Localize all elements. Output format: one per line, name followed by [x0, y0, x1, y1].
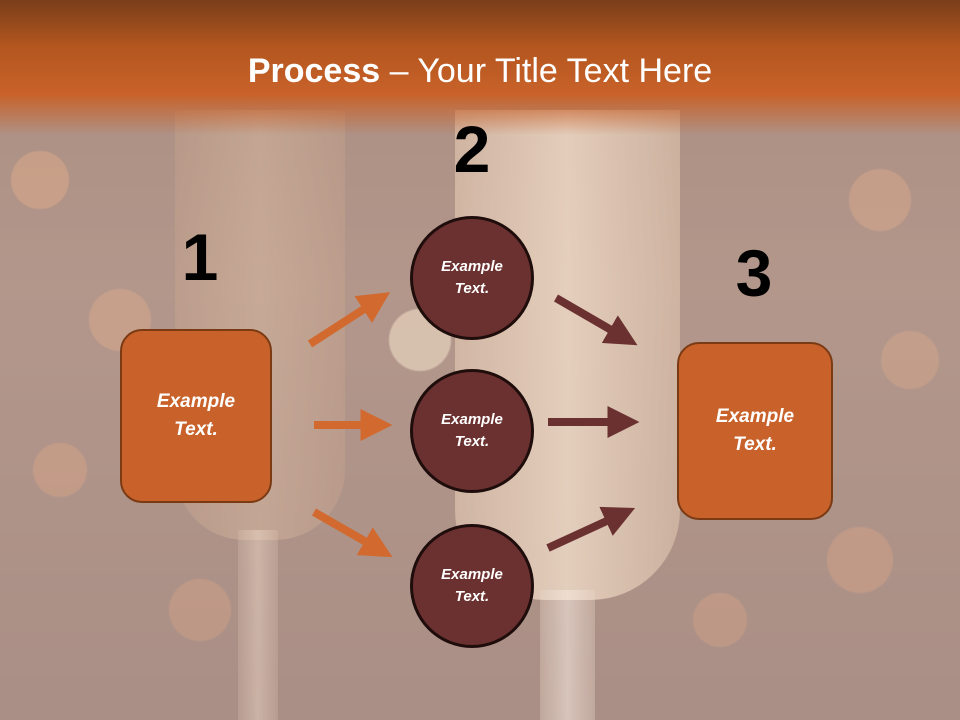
arrow-circle-bottom-to-box3	[546, 506, 636, 552]
arrow-box1-to-circle-top	[307, 292, 391, 348]
circle-middle-line1: Example	[441, 410, 503, 428]
arrow-circle-top-to-box3	[553, 294, 638, 346]
step-box-1-line2: Text.	[174, 419, 218, 440]
circle-bottom-line2: Text.	[454, 588, 490, 605]
title-strong: Process	[247, 52, 381, 90]
step-number-3: 3	[735, 236, 773, 310]
step-box-1-line1: Example	[156, 390, 236, 412]
title-bar	[0, 0, 960, 135]
slide-title: Process – Your Title Text Here	[0, 52, 960, 91]
title-rest: – Your Title Text Here	[380, 52, 713, 90]
step-box-3-line2: Text.	[733, 434, 777, 455]
circle-bottom-line1: Example	[441, 565, 503, 583]
champagne-glass-right	[455, 110, 680, 600]
circle-middle-line2: Text.	[454, 433, 490, 450]
step-box-3-line1: Example	[715, 405, 795, 427]
step-number-1: 1	[181, 220, 219, 294]
step-number-2: 2	[453, 112, 491, 186]
circle-top-line2: Text.	[454, 280, 490, 297]
arrow-box1-to-circle-bottom	[312, 508, 393, 558]
circle-top-line1: Example	[441, 257, 503, 275]
glass-stem-left	[238, 530, 278, 720]
glass-stem-right	[540, 590, 595, 720]
